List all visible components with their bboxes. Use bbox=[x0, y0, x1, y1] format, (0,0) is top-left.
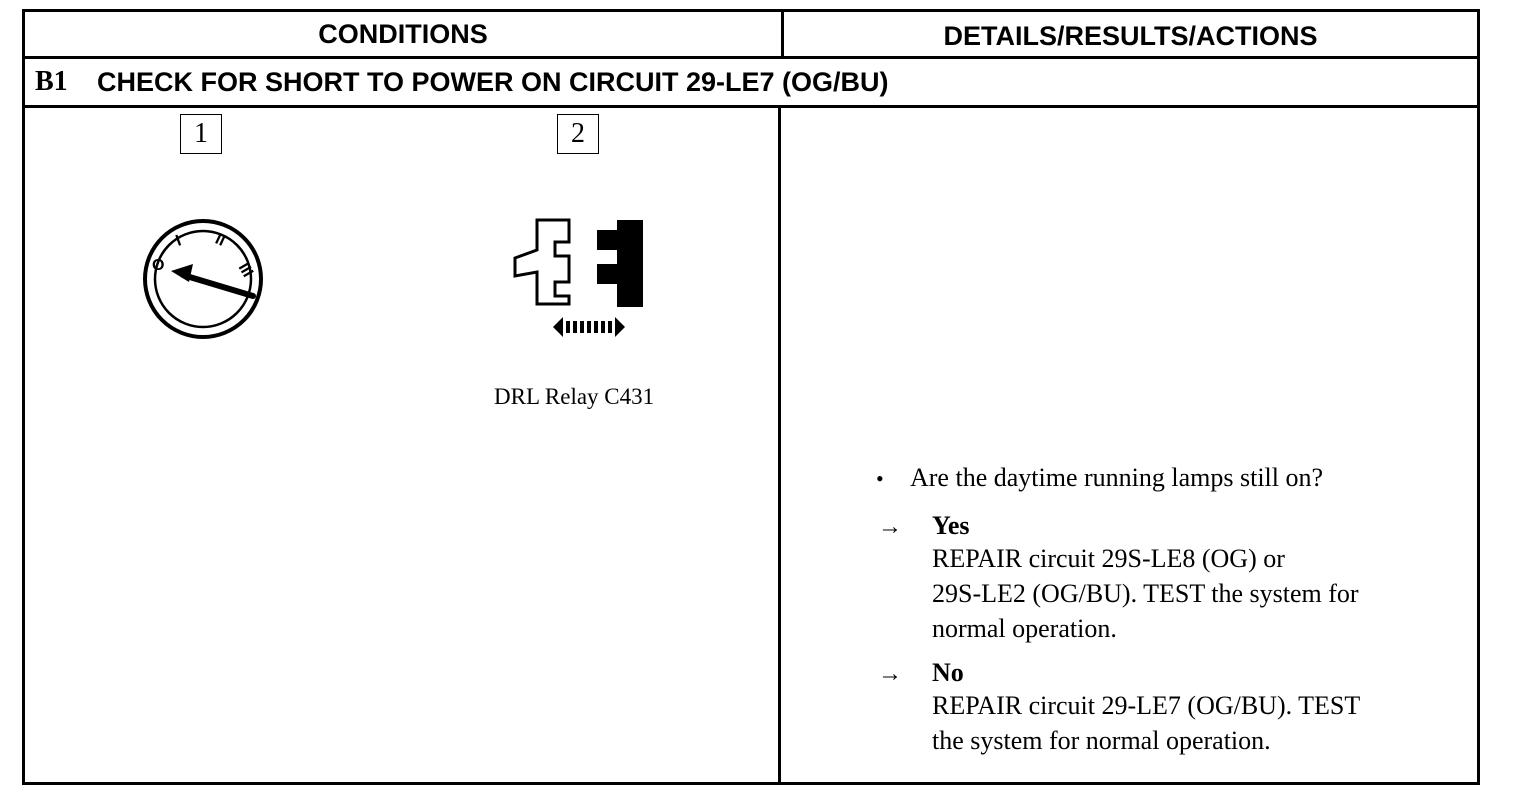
column-divider-top bbox=[781, 12, 784, 56]
yes-action-text: REPAIR circuit 29S-LE8 (OG) or 29S-LE2 (… bbox=[932, 544, 1359, 643]
question-text: Are the daytime running lamps still on? bbox=[910, 463, 1324, 492]
no-action-text: REPAIR circuit 29-LE7 (OG/BU). TEST the … bbox=[932, 691, 1361, 755]
ignition-switch-icon: O I II III bbox=[143, 219, 263, 339]
question-line: • Are the daytime running lamps still on… bbox=[870, 463, 1470, 503]
no-label: No bbox=[932, 658, 964, 687]
details-content: • Are the daytime running lamps still on… bbox=[870, 463, 1470, 758]
header-divider bbox=[25, 56, 1477, 59]
ignition-position-off: O bbox=[152, 257, 164, 274]
procedure-table: CONDITIONS DETAILS/RESULTS/ACTIONS B1 CH… bbox=[22, 9, 1480, 785]
column-divider-body bbox=[778, 108, 781, 785]
step-divider bbox=[25, 105, 1477, 108]
ignition-position-1: I bbox=[174, 232, 184, 249]
step-title-row: B1 CHECK FOR SHORT TO POWER ON CIRCUIT 2… bbox=[25, 59, 1477, 105]
yes-label: Yes bbox=[932, 511, 970, 540]
bullet-icon: • bbox=[876, 466, 884, 491]
conditions-header: CONDITIONS bbox=[318, 18, 488, 49]
step-title: CHECK FOR SHORT TO POWER ON CIRCUIT 29-L… bbox=[97, 66, 889, 97]
connector-disconnect-icon bbox=[513, 218, 643, 337]
no-arrow-icon: → bbox=[878, 661, 902, 687]
yes-branch: → Yes REPAIR circuit 29S-LE8 (OG) or 29S… bbox=[870, 511, 1470, 646]
details-header: DETAILS/RESULTS/ACTIONS bbox=[943, 20, 1318, 51]
ignition-position-3: III bbox=[235, 260, 256, 280]
no-branch: → No REPAIR circuit 29-LE7 (OG/BU). TEST… bbox=[870, 658, 1470, 758]
relay-caption: DRL Relay C431 bbox=[494, 384, 655, 409]
condition-number-2: 2 bbox=[557, 114, 599, 154]
condition-number-1: 1 bbox=[180, 114, 222, 154]
yes-arrow-icon: → bbox=[878, 514, 902, 540]
step-id: B1 bbox=[35, 66, 68, 97]
